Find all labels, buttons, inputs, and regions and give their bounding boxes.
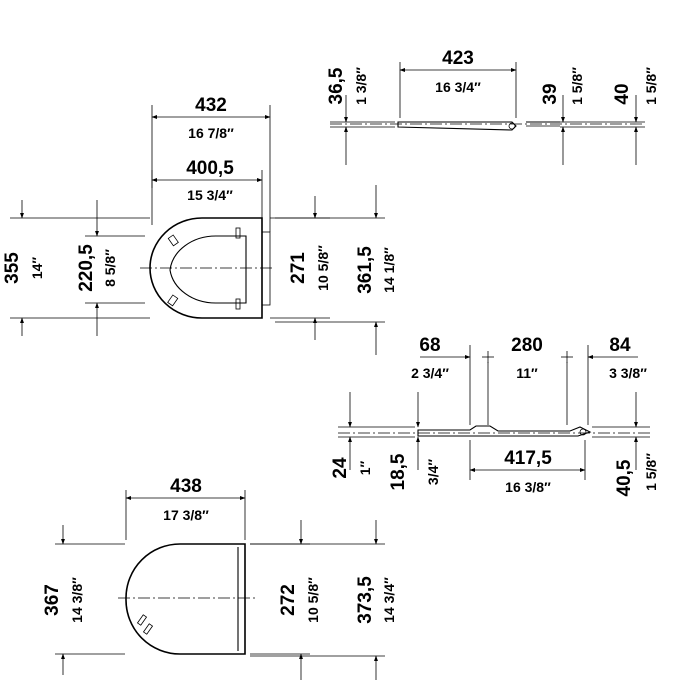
dim-84: 84	[609, 335, 631, 356]
dim-36-5-in: 1 3/8″	[353, 67, 369, 105]
dim-220-5-in: 8 5/8″	[102, 249, 118, 287]
dim-400-5-in: 15 3/4″	[187, 187, 233, 203]
dim-423-in: 16 3/4″	[435, 79, 481, 95]
dim-367-in: 14 3/8″	[69, 577, 85, 623]
dim-40-5: 40,5	[614, 459, 635, 496]
dim-220-5: 220,5	[76, 244, 97, 292]
dim-39-in: 1 5/8″	[569, 67, 585, 105]
dim-367: 367	[42, 584, 63, 616]
dim-400-5: 400,5	[186, 158, 234, 179]
dim-355: 355	[2, 252, 23, 284]
dim-40-in: 1 5/8″	[643, 67, 659, 105]
lid-top-view: 438 17 3/8″ 367 14 3/8″ 272 10 5/8″ 373,…	[42, 476, 397, 680]
dim-271: 271	[288, 252, 309, 284]
dim-438-in: 17 3/8″	[163, 507, 209, 523]
dim-272: 272	[278, 584, 299, 616]
dim-36-5: 36,5	[326, 67, 347, 104]
dim-40: 40	[612, 83, 633, 104]
dim-40-5-in: 1 5/8″	[643, 453, 659, 491]
dim-432: 432	[195, 95, 227, 116]
dim-39: 39	[540, 83, 561, 104]
dim-361-5-in: 14 1/8″	[381, 247, 397, 293]
dim-280-in: 11″	[516, 365, 538, 381]
dim-271-in: 10 5/8″	[315, 245, 331, 291]
dim-423: 423	[442, 48, 474, 69]
dim-417-5: 417,5	[504, 448, 552, 469]
dim-280: 280	[511, 335, 543, 356]
dim-417-5-in: 16 3/8″	[505, 479, 551, 495]
dim-18-5-in: 3/4″	[425, 459, 441, 485]
dim-24: 24	[330, 457, 351, 479]
seat-side-view-bottom: 68 2 3/4″ 280 11″ 84 3 3/8″ 24 1″ 18,5 3…	[330, 335, 659, 496]
dim-68: 68	[419, 335, 440, 356]
dim-432-in: 16 7/8″	[188, 125, 234, 141]
dim-373-5-in: 14 3/4″	[381, 577, 397, 623]
dim-361-5: 361,5	[355, 246, 376, 294]
dim-355-in: 14″	[29, 257, 45, 280]
dim-24-in: 1″	[357, 460, 373, 475]
dim-68-in: 2 3/4″	[411, 365, 449, 381]
dim-373-5: 373,5	[355, 576, 376, 624]
dim-84-in: 3 3/8″	[609, 365, 647, 381]
dim-438: 438	[170, 476, 202, 497]
dim-18-5: 18,5	[388, 453, 409, 490]
seat-side-view-top: 423 16 3/4″ 36,5 1 3/8″ 39 1 5/8″ 40 1 5…	[326, 48, 659, 165]
dim-272-in: 10 5/8″	[305, 577, 321, 623]
seat-top-view: 432 16 7/8″ 400,5 15 3/4″ 355 14″ 220,5 …	[2, 95, 397, 355]
